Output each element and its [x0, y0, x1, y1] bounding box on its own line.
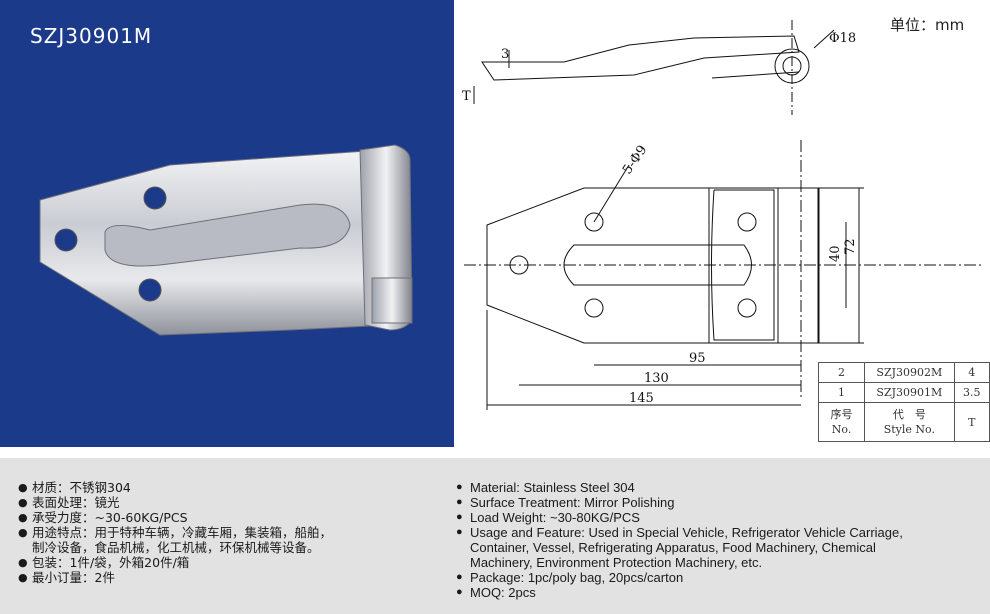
- spec-list-english: Material: Stainless Steel 304 Surface Tr…: [456, 480, 981, 600]
- dim-length-130: 130: [644, 371, 669, 386]
- dim-holes: 5-Φ9: [620, 143, 650, 177]
- dim-height-72: 72: [843, 238, 858, 255]
- list-item: Surface Treatment: Mirror Polishing: [456, 495, 981, 510]
- list-item: Machinery, Environment Protection Machin…: [470, 555, 763, 570]
- table-row: 2 SZJ30902M 4: [817, 362, 990, 383]
- hinge-photo: [39, 144, 413, 336]
- list-item: Load Weight: ~30-80KG/PCS: [456, 510, 981, 525]
- list-item: 材质：不锈钢304: [18, 480, 448, 495]
- row-no: 2: [817, 362, 866, 383]
- list-item: Usage and Feature: Used in Special Vehic…: [456, 525, 981, 540]
- list-item: 承受力度：~30-60KG/PCS: [18, 510, 448, 525]
- row-t: 4: [953, 362, 990, 383]
- header-t: T: [953, 402, 990, 442]
- table-row: 1 SZJ30901M 3.5: [817, 382, 990, 403]
- product-photo-panel: SZJ30901M: [0, 0, 454, 447]
- style-table: 2 SZJ30902M 4 1 SZJ30901M 3.5 序号 No. 代 号…: [817, 362, 990, 442]
- technical-drawing: 3 T Φ18 5-Φ9 40 72 95 130 145: [454, 0, 990, 447]
- row-style: SZJ30902M: [864, 362, 955, 383]
- list-item: Material: Stainless Steel 304: [456, 480, 981, 495]
- model-title: SZJ30901M: [30, 24, 153, 48]
- list-item: 表面处理：镜光: [18, 495, 448, 510]
- dim-pin-diameter: Φ18: [829, 31, 856, 46]
- header-style: 代 号 Style No.: [864, 402, 955, 442]
- list-item: Package: 1pc/poly bag, 20pcs/carton: [456, 570, 981, 585]
- drawing-svg: 3 T Φ18 5-Φ9 40 72 95 130 145: [462, 20, 984, 410]
- list-item: Container, Vessel, Refrigerating Apparat…: [470, 540, 876, 555]
- list-item: 用途特点：用于特种车辆，冷藏车厢，集装箱，船舶，: [18, 525, 448, 540]
- list-item: MOQ: 2pcs: [456, 585, 981, 600]
- table-header-row: 序号 No. 代 号 Style No. T: [817, 402, 990, 442]
- dim-thickness-3: 3: [501, 47, 509, 62]
- list-item: 制冷设备，食品机械，化工机械，环保机械等设备。: [32, 540, 320, 555]
- dim-length-145: 145: [629, 391, 654, 406]
- dim-height-40: 40: [828, 245, 843, 262]
- dim-length-95: 95: [689, 351, 706, 366]
- row-style: SZJ30901M: [864, 382, 955, 403]
- unit-label: 单位：mm: [890, 16, 965, 34]
- header-no: 序号 No.: [817, 402, 866, 442]
- spec-list-chinese: 材质：不锈钢304 表面处理：镜光 承受力度：~30-60KG/PCS 用途特点…: [18, 480, 448, 585]
- list-item: 最小订量：2件: [18, 570, 448, 585]
- list-item: 包装：1件/袋，外箱20件/箱: [18, 555, 448, 570]
- specification-panel: 材质：不锈钢304 表面处理：镜光 承受力度：~30-60KG/PCS 用途特点…: [0, 458, 990, 614]
- row-no: 1: [817, 382, 866, 403]
- dim-thickness-t: T: [462, 89, 471, 104]
- row-t: 3.5: [953, 382, 990, 403]
